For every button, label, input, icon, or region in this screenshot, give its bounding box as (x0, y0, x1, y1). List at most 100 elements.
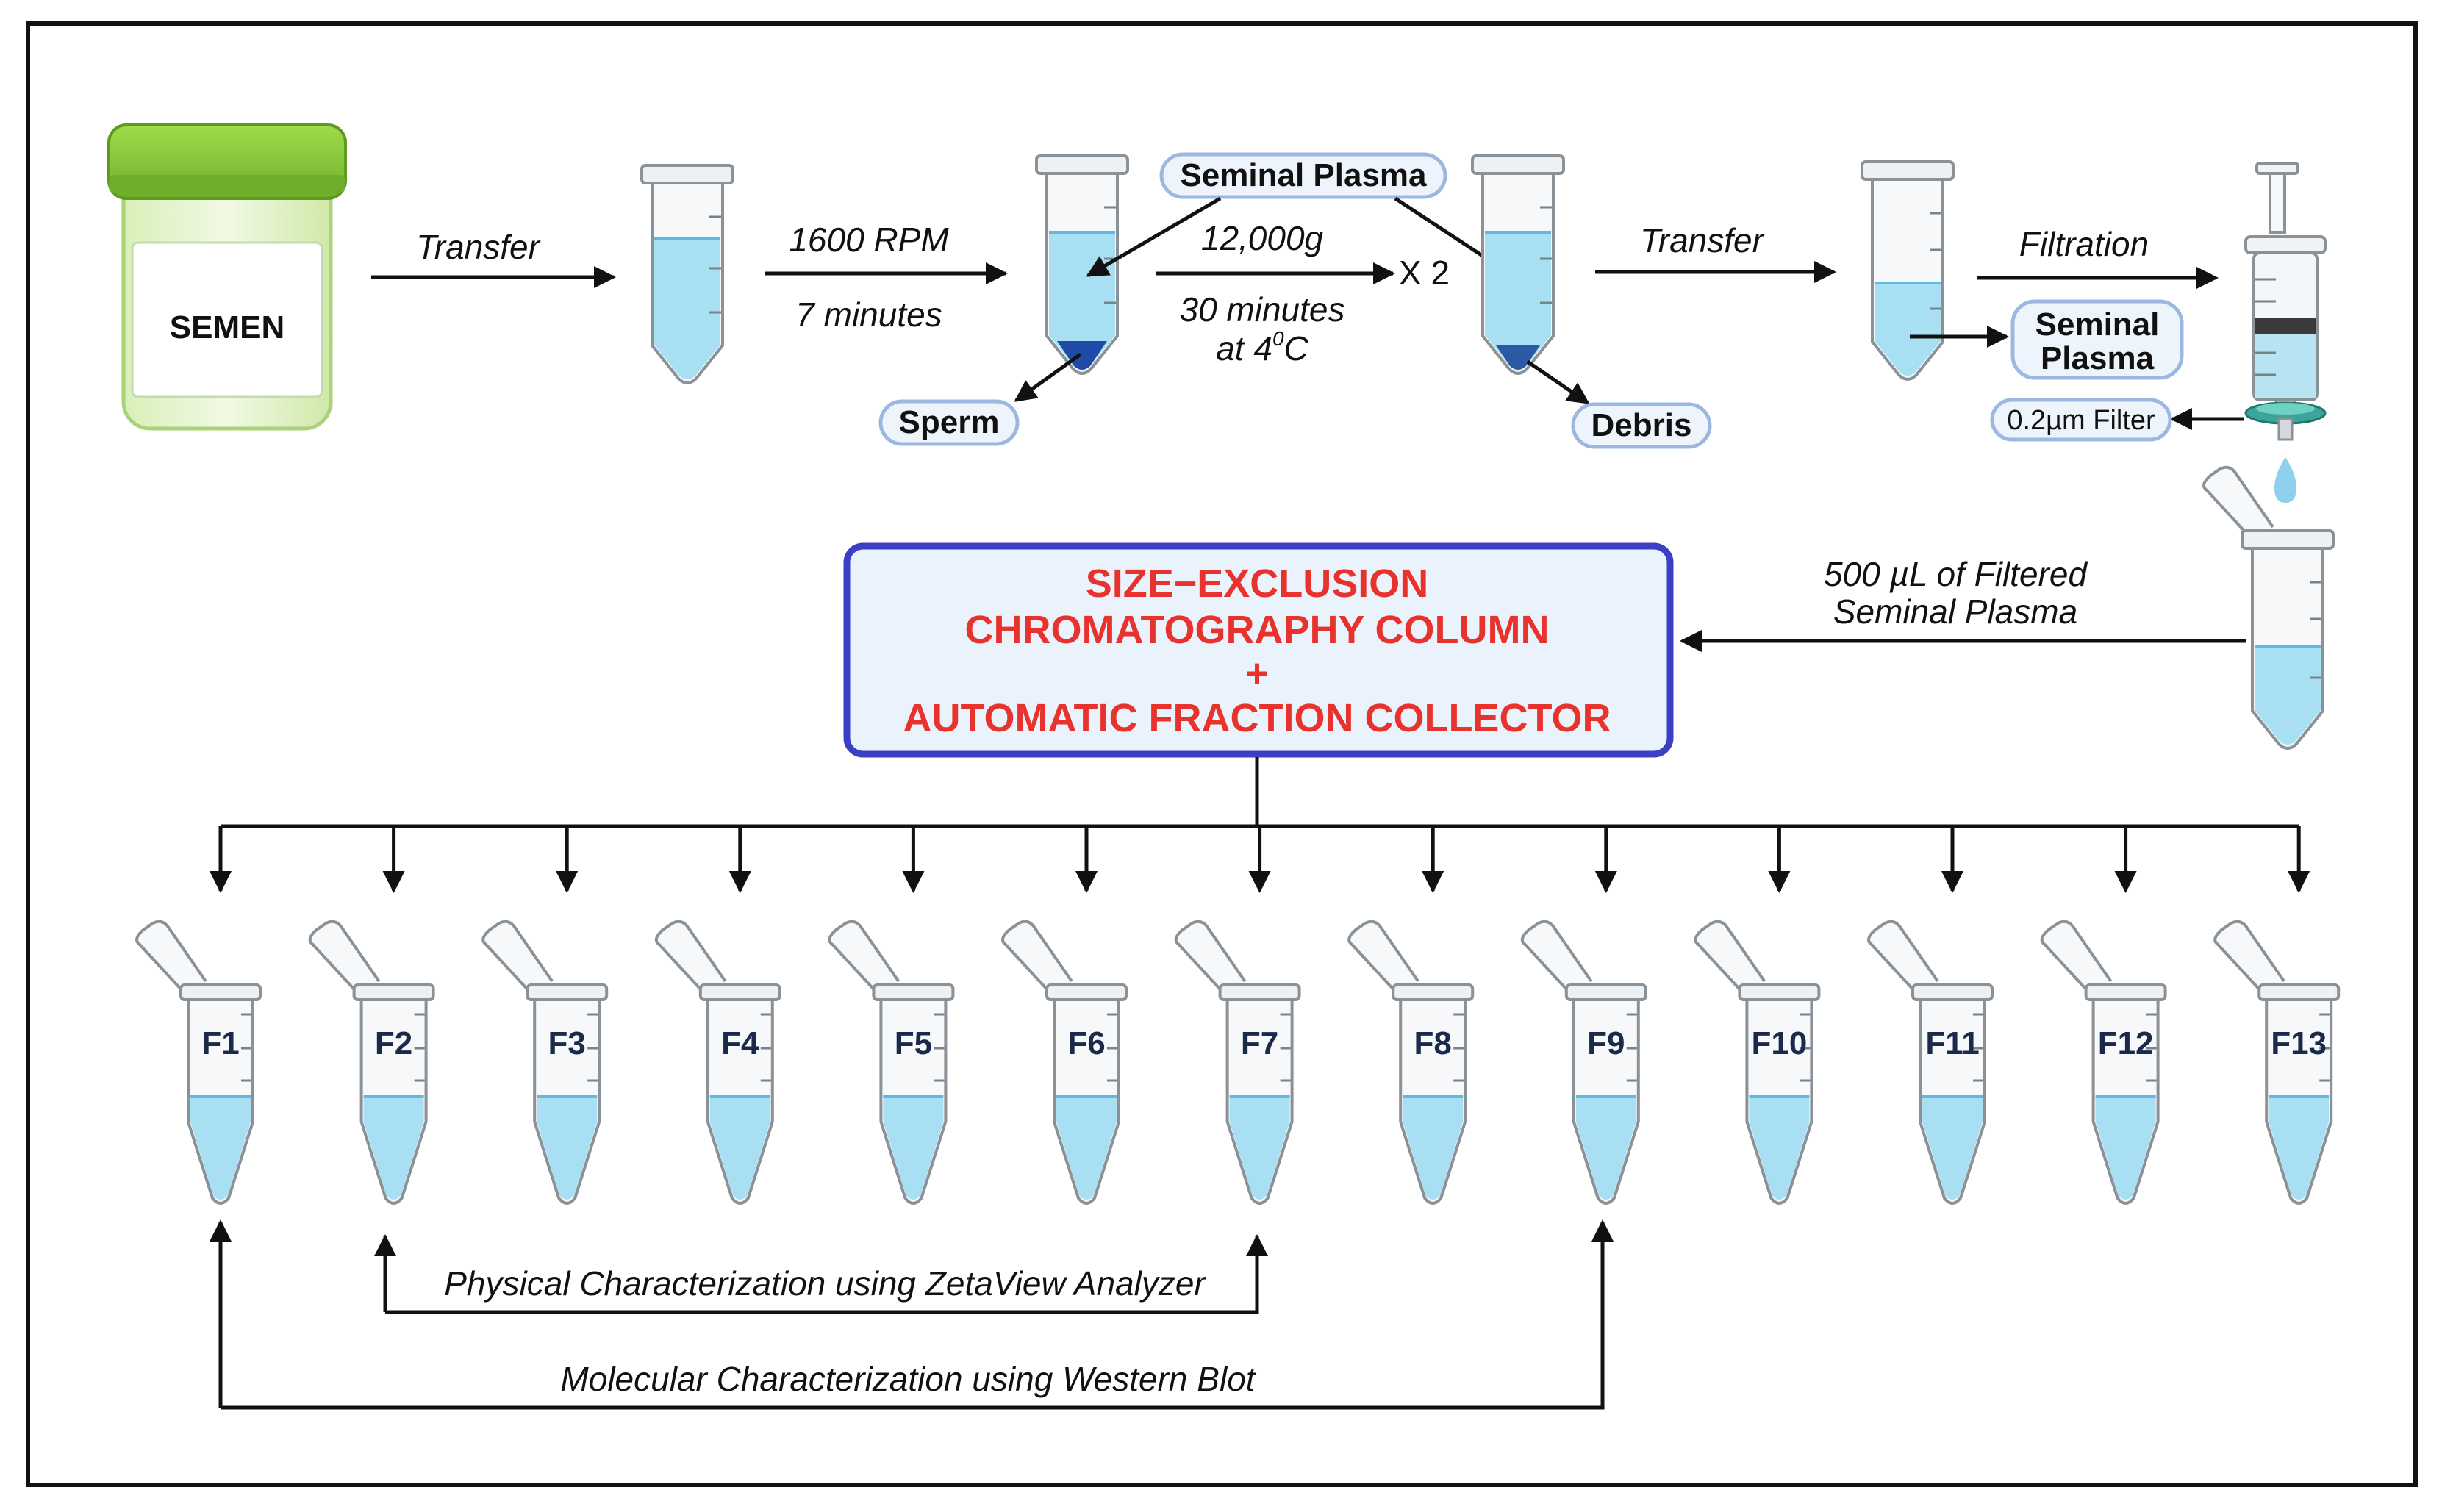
fraction-tube-1: F1 (135, 826, 262, 1205)
fraction-label: F6 (1067, 1025, 1105, 1061)
tube-liquid (363, 1097, 424, 1200)
sec-box-line1: SIZE−EXCLUSION (1086, 562, 1429, 606)
filtered-label-line1: 500 µL of Filtered (1824, 555, 2088, 593)
svg-text:Plasma: Plasma (2041, 340, 2155, 376)
tube-lid (2213, 920, 2285, 994)
sec-box-line3: + (1245, 651, 1269, 695)
tube-lid (481, 920, 554, 994)
fraction-tube-10: F10 (1694, 826, 1821, 1205)
arrow-to-sperm (1014, 352, 1082, 403)
tube-liquid (2269, 1097, 2330, 1200)
tube-rim (698, 983, 781, 1001)
fraction-tube-11: F11 (1867, 826, 1994, 1205)
tube-rim (179, 983, 262, 1001)
tube-lid (654, 920, 727, 994)
step5-label: Filtration (2019, 225, 2149, 263)
fraction-tube-3: F3 (481, 826, 609, 1205)
tube-lid (828, 920, 900, 994)
seminal-plasma-box: Seminal Plasma (2010, 299, 2184, 380)
filtrate-drop (2274, 457, 2296, 503)
svg-text:Seminal Plasma: Seminal Plasma (1180, 157, 1427, 193)
sperm-pellet (1057, 341, 1107, 370)
tube-rim (2257, 983, 2341, 1001)
tube-lid (1867, 920, 1939, 994)
tube-liquid (1056, 1097, 1117, 1200)
step3-repeat: X 2 (1399, 254, 1450, 292)
fraction-label: F8 (1414, 1025, 1452, 1061)
tube-4 (1861, 160, 1955, 381)
fraction-tube-8: F8 (1347, 826, 1475, 1205)
jar-label: SEMEN (170, 309, 284, 345)
molecular-bracket (221, 1219, 1614, 1410)
svg-text:0.2µm Filter: 0.2µm Filter (2007, 405, 2155, 436)
fraction-label: F7 (1241, 1025, 1278, 1061)
svg-text:Sperm: Sperm (899, 404, 1000, 440)
fraction-tube-7: F7 (1174, 826, 1301, 1205)
svg-text:Seminal: Seminal (2035, 307, 2160, 343)
tube-liquid (1229, 1097, 1290, 1200)
tube-liquid (709, 1097, 770, 1200)
svg-text:Debris: Debris (1591, 407, 1692, 443)
tube-liquid (2095, 1097, 2156, 1200)
tube-liquid (190, 1097, 251, 1200)
fraction-label: F5 (895, 1025, 932, 1061)
fraction-label: F9 (1587, 1025, 1625, 1061)
outer-frame (26, 21, 2418, 1487)
step3-speed: 12,000g (1201, 219, 1324, 257)
seminal-plasma-pill: Seminal Plasma (1159, 152, 1447, 199)
fraction-label: F4 (721, 1025, 759, 1061)
syringe-filter (2244, 162, 2327, 503)
tube-lid (308, 920, 381, 994)
tube-lid (2040, 920, 2113, 994)
debris-pellet (1496, 345, 1540, 370)
step3-temp: at 40C (1216, 327, 1308, 368)
molecular-label: Molecular Characterization using Western… (560, 1360, 1256, 1398)
fraction-label: F11 (1925, 1025, 1979, 1061)
fraction-tube-6: F6 (1001, 826, 1128, 1205)
fraction-tube-9: F9 (1520, 826, 1647, 1205)
sec-box: SIZE−EXCLUSION CHROMATOGRAPHY COLUMN + A… (843, 542, 1674, 758)
tube-lid (1520, 920, 1593, 994)
tube-rim (872, 983, 955, 1001)
sperm-pill: Sperm (878, 399, 1020, 446)
tube-lid (1174, 920, 1247, 994)
tube-rim (526, 983, 609, 1001)
step4-label: Transfer (1640, 221, 1765, 259)
physical-bracket (385, 1234, 1268, 1314)
tube-lid (1694, 920, 1766, 994)
sec-box-line4: AUTOMATIC FRACTION COLLECTOR (903, 696, 1611, 740)
tube-rim (1045, 983, 1128, 1001)
tube-liquid (1575, 1097, 1636, 1200)
filtered-label-line2: Seminal Plasma (1833, 592, 2077, 631)
tube-rim (1392, 983, 1475, 1001)
physical-label: Physical Characterization using ZetaView… (444, 1264, 1206, 1303)
tube-rim (1738, 983, 1821, 1001)
fraction-tube-4: F4 (654, 826, 781, 1205)
fraction-tube-5: F5 (828, 826, 955, 1205)
step2-time: 7 minutes (795, 295, 942, 334)
tube-liquid (1749, 1097, 1810, 1200)
tube-liquid (883, 1097, 944, 1200)
tube-rim (1564, 983, 1647, 1001)
tube-2 (1035, 154, 1129, 375)
filter-pill: 0.2µm Filter (1990, 398, 2172, 442)
tube-liquid (537, 1097, 598, 1200)
step3-time: 30 minutes (1179, 290, 1344, 329)
tube-rim (1218, 983, 1301, 1001)
tube-liquid (1403, 1097, 1464, 1200)
filtered-plasma-tube (2202, 465, 2335, 750)
fraction-tube-2: F2 (308, 826, 435, 1205)
debris-pill: Debris (1571, 402, 1712, 449)
tube-1 (640, 164, 734, 384)
semen-jar: SEMEN (107, 123, 347, 431)
fraction-label: F10 (1751, 1025, 1807, 1061)
fraction-label: F1 (201, 1025, 239, 1061)
tube-rim (352, 983, 435, 1001)
step1-label: Transfer (416, 228, 541, 266)
fraction-label: F13 (2271, 1025, 2327, 1061)
tube-lid (135, 920, 207, 994)
tube-rim (2084, 983, 2167, 1001)
fraction-tube-12: F12 (2040, 826, 2167, 1205)
